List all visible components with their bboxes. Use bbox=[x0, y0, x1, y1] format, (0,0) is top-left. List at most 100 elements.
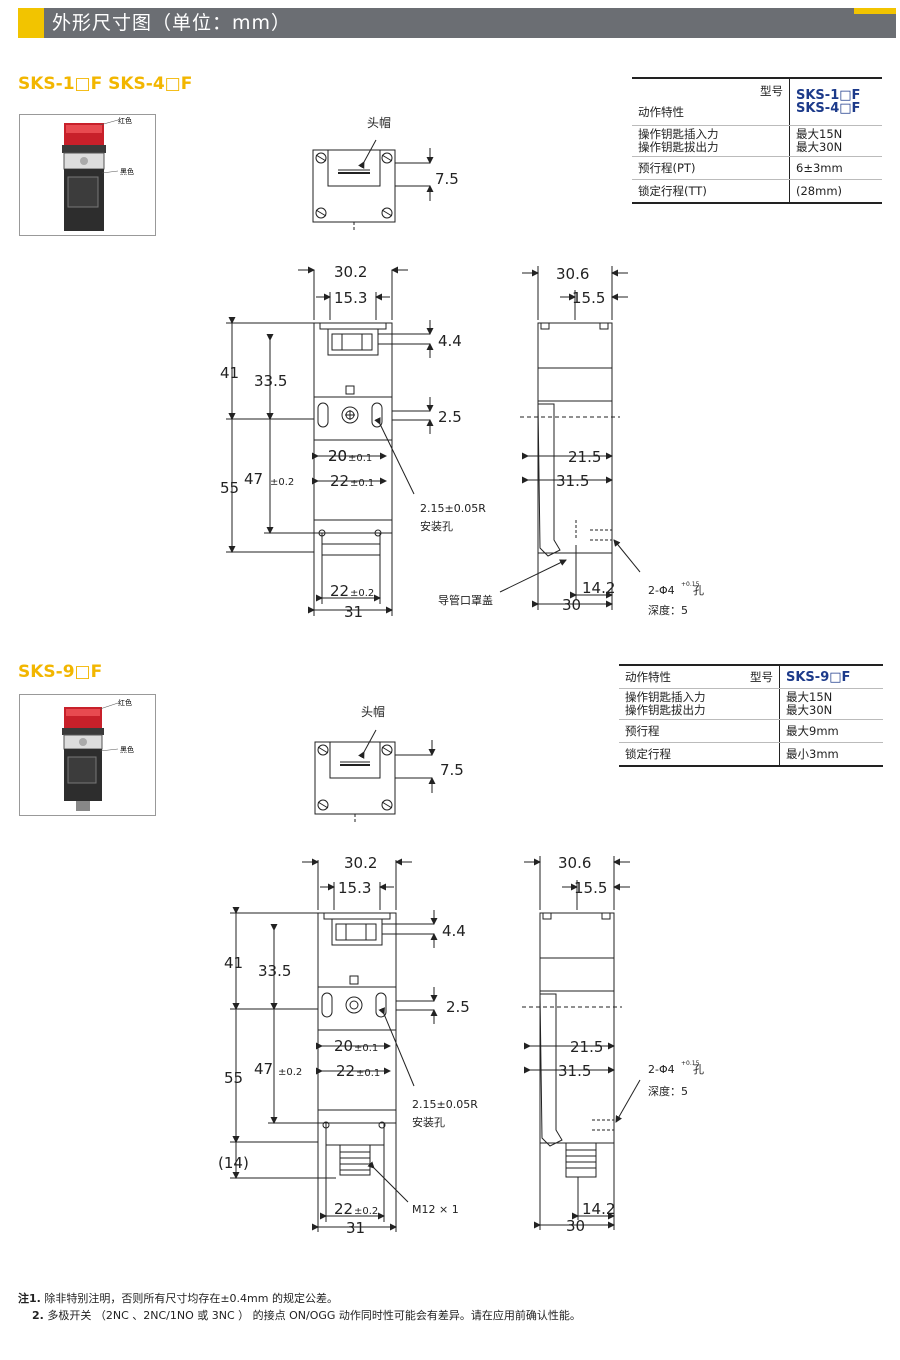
footnotes: 注1. 除非特别注明，否则所有尺寸均存在±0.4mm 的规定公差。 2. 多极开… bbox=[18, 1290, 581, 1324]
dim-7-5: 7.5 bbox=[435, 170, 459, 188]
spec-type-label: 型号 bbox=[750, 669, 773, 684]
spec-row-value: 最大30N bbox=[786, 703, 833, 717]
tol-0-1: ±0.1 bbox=[356, 1068, 380, 1079]
spec-type-label: 型号 bbox=[760, 84, 783, 98]
dim-22: 22 bbox=[330, 472, 349, 490]
dim-2-5: 2.5 bbox=[446, 998, 470, 1016]
dim-7-5: 7.5 bbox=[440, 761, 464, 779]
front-view-1: 30.2 15.3 4.4 2.5 41 55 bbox=[220, 263, 486, 621]
spec-table-sks1: 型号 动作特性 SKS-1□F SKS-4□F 操作钥匙插入力操作钥匙拔出力 最… bbox=[632, 77, 882, 204]
spec-model: SKS-9□F bbox=[786, 669, 851, 685]
dim-31: 31 bbox=[346, 1219, 365, 1237]
note-2-label: 2. bbox=[32, 1309, 44, 1322]
conduit-cap-label: 导管口罩盖 bbox=[438, 593, 493, 607]
dim-30: 30 bbox=[566, 1217, 585, 1235]
hole-tol: +0.15 bbox=[681, 1060, 700, 1067]
tol-0-1: ±0.1 bbox=[348, 453, 372, 464]
tol-0-2: ±0.2 bbox=[270, 477, 294, 488]
section1-model-title: SKS-1□F SKS-4□F bbox=[18, 74, 193, 94]
spec-row-label: 操作钥匙拔出力 bbox=[625, 703, 706, 717]
product-photo-sks1: 红色 黑色 bbox=[19, 114, 156, 236]
side-view-1: 30.6 15.5 21.5 31.5 14.2 30 导管口罩盖 2-Φ4 + bbox=[438, 265, 704, 617]
photo-label-black: 黑色 bbox=[120, 745, 134, 754]
spec-row-label: 预行程(PT) bbox=[632, 156, 790, 180]
spec-row-label: 操作钥匙插入力 bbox=[625, 690, 706, 704]
spec-row-value: 最大9mm bbox=[779, 719, 883, 743]
tol-0-1: ±0.1 bbox=[354, 1043, 378, 1054]
dim-55: 55 bbox=[220, 479, 239, 497]
mount-hole-label: 安装孔 bbox=[412, 1115, 445, 1129]
spec-row-value: 6±3mm bbox=[789, 156, 882, 180]
hole-kong: 孔 bbox=[693, 584, 704, 597]
dim-4-4: 4.4 bbox=[438, 332, 462, 350]
dim-15-5: 15.5 bbox=[574, 879, 607, 897]
photo-label-red: 红色 bbox=[118, 116, 132, 125]
dim-15-3: 15.3 bbox=[334, 289, 367, 307]
m12-label: M12 × 1 bbox=[412, 1203, 459, 1216]
dim-31: 31 bbox=[344, 603, 363, 621]
hole-tol: +0.15 bbox=[681, 581, 700, 588]
dim-14: (14) bbox=[218, 1154, 249, 1172]
dim-22: 22 bbox=[334, 1200, 353, 1218]
dim-30-6: 30.6 bbox=[556, 265, 589, 283]
tol-0-2: ±0.2 bbox=[350, 588, 374, 599]
dim-33-5: 33.5 bbox=[254, 372, 287, 390]
dim-14-2: 14.2 bbox=[582, 579, 615, 597]
head-cap-label: 头帽 bbox=[361, 704, 385, 719]
note-2: 2. 多极开关 （2NC 、2NC/1NO 或 3NC ） 的接点 ON/OGG… bbox=[18, 1307, 581, 1324]
hole-count-label: 2-Φ4 bbox=[648, 584, 675, 597]
dim-22: 22 bbox=[336, 1062, 355, 1080]
photo-label-black: 黑色 bbox=[120, 167, 134, 176]
top-view-1: 头帽 7.5 bbox=[312, 115, 459, 232]
tol-0-2: ±0.2 bbox=[354, 1206, 378, 1217]
product-photo-sks9: 红色 黑色 bbox=[19, 694, 156, 816]
dim-20: 20 bbox=[328, 447, 347, 465]
mount-hole-label: 安装孔 bbox=[420, 519, 453, 533]
dim-31-5: 31.5 bbox=[558, 1062, 591, 1080]
note-2-text: 多极开关 （2NC 、2NC/1NO 或 3NC ） 的接点 ON/OGG 动作… bbox=[47, 1309, 581, 1322]
photo-label-red: 红色 bbox=[118, 698, 132, 707]
dim-21-5: 21.5 bbox=[570, 1038, 603, 1056]
dim-20: 20 bbox=[328, 447, 347, 465]
tol-0-1: ±0.1 bbox=[350, 478, 374, 489]
dim-41: 41 bbox=[224, 954, 243, 972]
spec-char-label: 动作特性 bbox=[625, 669, 671, 684]
dim-47: 47 bbox=[244, 470, 263, 488]
dim-31-5: 31.5 bbox=[556, 472, 589, 490]
dim-21-5: 21.5 bbox=[568, 448, 601, 466]
dim-15-5: 15.5 bbox=[572, 289, 605, 307]
dim-20: 20 bbox=[334, 1037, 353, 1055]
spec-row-value: 最小3mm bbox=[779, 742, 883, 767]
depth-label: 深度：5 bbox=[648, 603, 688, 617]
tol-0-2: ±0.2 bbox=[278, 1067, 302, 1078]
spec-row-value: (28mm) bbox=[789, 179, 882, 204]
dim-30-2: 30.2 bbox=[344, 854, 377, 872]
hole-kong: 孔 bbox=[693, 1063, 704, 1076]
page-title: 外形尺寸图（单位：mm） bbox=[52, 12, 292, 34]
dim-15-3: 15.3 bbox=[338, 879, 371, 897]
header-accent-tick bbox=[18, 8, 44, 38]
note-1: 注1. 除非特别注明，否则所有尺寸均存在±0.4mm 的规定公差。 bbox=[18, 1290, 581, 1307]
section2-model-title: SKS-9□F bbox=[18, 662, 103, 682]
depth-label: 深度：5 bbox=[648, 1084, 688, 1098]
dim-2-5: 2.5 bbox=[438, 408, 462, 426]
front-view-2: 30.2 15.3 4.4 2.5 41 55 (14) 33.5 bbox=[218, 854, 478, 1237]
dim-41: 41 bbox=[220, 364, 239, 382]
spec-row-label: 锁定行程(TT) bbox=[632, 179, 790, 204]
spec-row-value: 最大15N bbox=[786, 690, 833, 704]
top-view-2: 头帽 7.5 bbox=[314, 704, 464, 824]
spec-row-value: 最大15N bbox=[796, 127, 843, 141]
hole-count-label: 2-Φ4 bbox=[648, 1063, 675, 1076]
dim-4-4: 4.4 bbox=[442, 922, 466, 940]
hole-radius-label: 2.15±0.05R bbox=[420, 502, 486, 515]
dim-47: 47 bbox=[254, 1060, 273, 1078]
note-1-label: 注1. bbox=[18, 1292, 41, 1305]
dim-14-2: 14.2 bbox=[582, 1200, 615, 1218]
section-header-bar: 外形尺寸图（单位：mm） bbox=[18, 8, 896, 38]
spec-row-label: 锁定行程 bbox=[619, 742, 780, 767]
spec-model-b: SKS-4□F bbox=[796, 101, 861, 116]
head-cap-label: 头帽 bbox=[367, 115, 391, 130]
dim-33-5: 33.5 bbox=[258, 962, 291, 980]
